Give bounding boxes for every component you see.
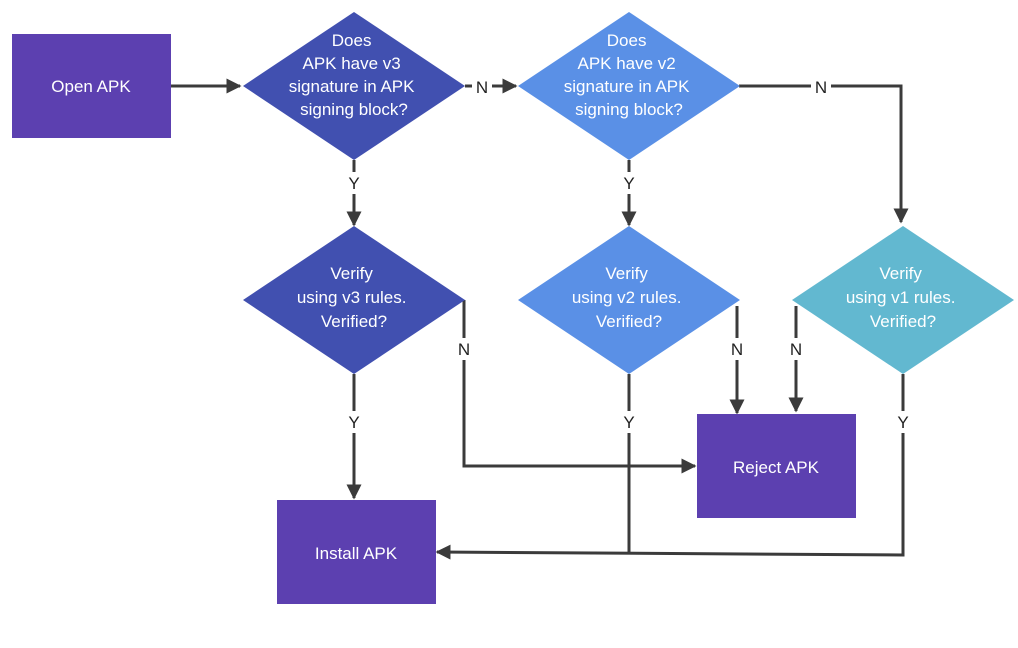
node-verify-v3-decision: Verify using v3 rules. Verified? xyxy=(243,226,465,374)
svg-text:Does APK have v3 s: Does APK have v3 signature in APK signin… xyxy=(289,31,419,119)
node-open-apk-label: Open APK xyxy=(51,77,131,96)
node-check-v3-line-4: signing block? xyxy=(300,100,408,119)
node-install-apk: Install APK xyxy=(277,500,436,604)
edge-label-check-v2-yes: Y xyxy=(623,174,634,193)
edge-label-check-v3-no: N xyxy=(476,78,488,97)
node-verify-v1-line-1: Verify xyxy=(879,264,922,283)
svg-text:Does APK have v2 s: Does APK have v2 signature in APK signin… xyxy=(564,31,694,119)
svg-text:Verify using v1 rules.: Verify using v1 rules. Verified? xyxy=(846,264,960,331)
node-reject-apk-label: Reject APK xyxy=(733,458,820,477)
node-verify-v1-line-2: using v1 rules. xyxy=(846,288,956,307)
node-check-v3-line-3: signature in APK xyxy=(289,77,415,96)
node-check-v2-line-1: Does xyxy=(607,31,647,50)
edge-check-v2-no xyxy=(739,84,909,224)
node-check-v3-decision: Does APK have v3 signature in APK signin… xyxy=(243,12,465,160)
node-verify-v2-line-2: using v2 rules. xyxy=(572,288,682,307)
node-check-v2-line-2: APK have v2 xyxy=(577,54,675,73)
edge-labels: N N Y Y N N N Y Y Y xyxy=(348,78,908,432)
edge-label-verify-v2-yes: Y xyxy=(623,413,634,432)
node-check-v3-line-1: Does xyxy=(332,31,372,50)
node-verify-v2-line-1: Verify xyxy=(605,264,648,283)
node-check-v2-decision: Does APK have v2 signature in APK signin… xyxy=(518,12,740,160)
svg-text:Reject APK: Reject APK xyxy=(733,458,820,477)
node-verify-v3-line-3: Verified? xyxy=(321,312,387,331)
edge-label-verify-v1-no: N xyxy=(790,340,802,359)
svg-text:Verify using v2 rules.: Verify using v2 rules. Verified? xyxy=(572,264,686,331)
node-install-apk-label: Install APK xyxy=(315,544,398,563)
node-verify-v3-line-1: Verify xyxy=(330,264,373,283)
svg-text:Verify using v3 rules.: Verify using v3 rules. Verified? xyxy=(297,264,411,331)
node-check-v2-line-4: signing block? xyxy=(575,100,683,119)
edges xyxy=(171,76,913,560)
edge-label-verify-v3-yes: Y xyxy=(348,413,359,432)
edge-label-verify-v2-no: N xyxy=(731,340,743,359)
svg-text:Open APK: Open APK xyxy=(51,77,131,96)
svg-text:Install APK: Install APK xyxy=(315,544,398,563)
node-check-v2-line-3: signature in APK xyxy=(564,77,690,96)
edge-verify-v1-yes xyxy=(435,374,905,560)
node-verify-v3-line-2: using v3 rules. xyxy=(297,288,407,307)
node-verify-v1-line-3: Verified? xyxy=(870,312,936,331)
edge-label-verify-v1-yes: Y xyxy=(897,413,908,432)
edge-label-check-v2-no: N xyxy=(815,78,827,97)
node-verify-v2-decision: Verify using v2 rules. Verified? xyxy=(518,226,740,374)
node-verify-v2-line-3: Verified? xyxy=(596,312,662,331)
edge-label-verify-v3-no: N xyxy=(458,340,470,359)
edge-label-check-v3-yes: Y xyxy=(348,174,359,193)
node-verify-v1-decision: Verify using v1 rules. Verified? xyxy=(792,226,1014,374)
node-check-v3-line-2: APK have v3 xyxy=(302,54,400,73)
node-open-apk: Open APK xyxy=(12,34,171,138)
node-reject-apk: Reject APK xyxy=(697,414,856,518)
